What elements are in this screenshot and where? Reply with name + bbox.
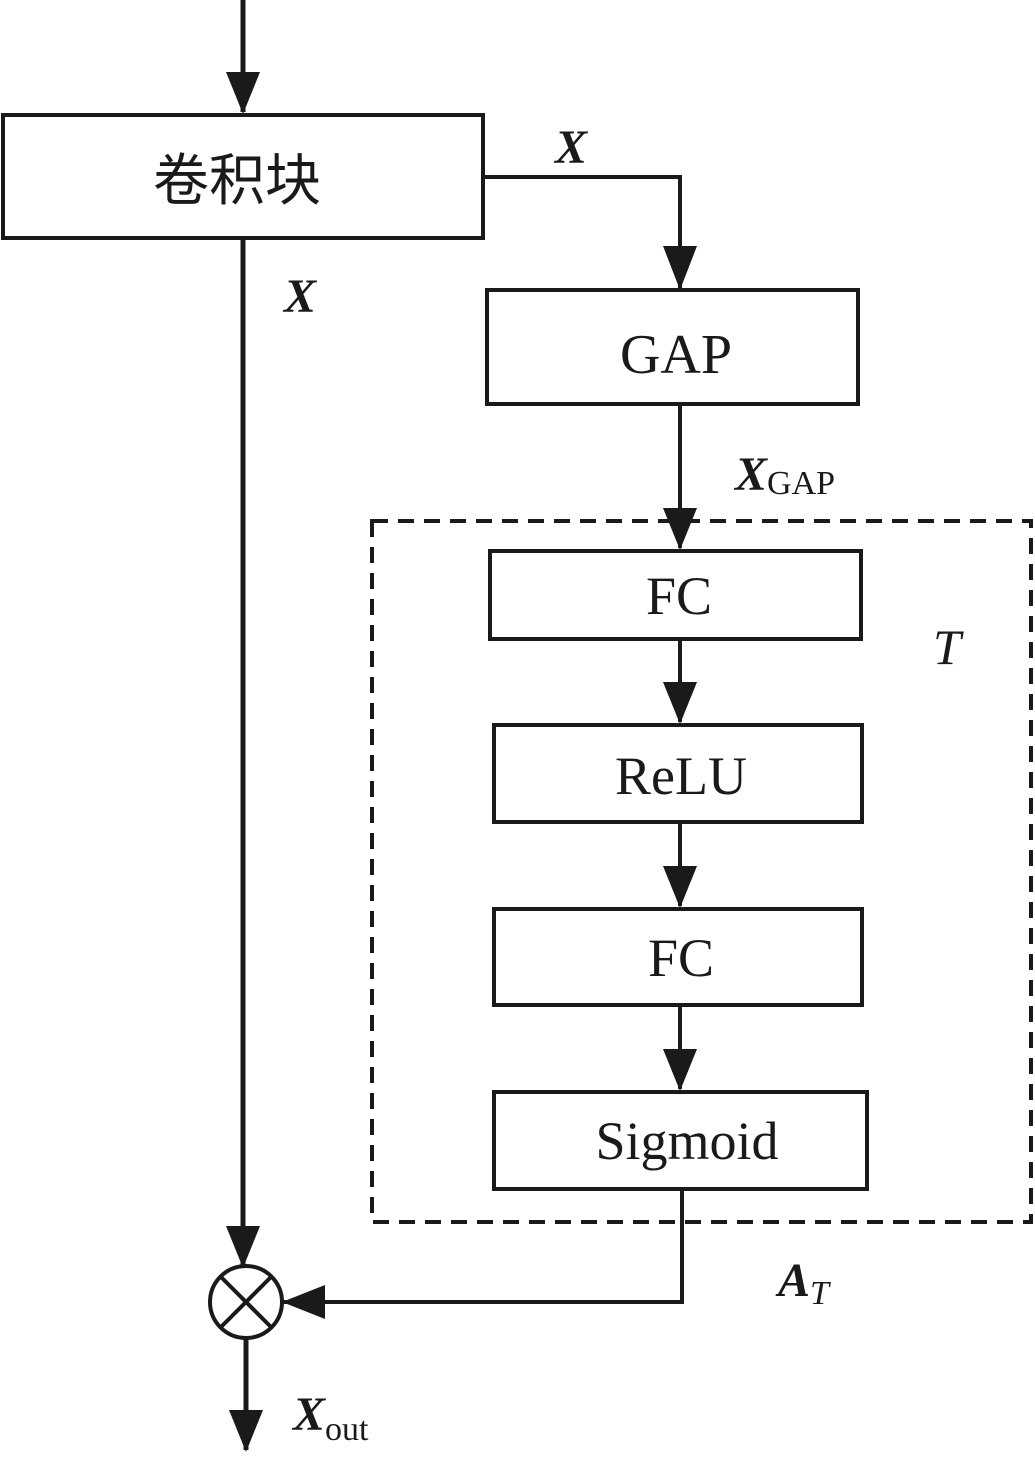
t-group-label: T [933, 619, 964, 675]
sigmoid-block: Sigmoid [492, 1090, 869, 1191]
gap-arrowhead [663, 246, 697, 290]
relu-block: ReLU [492, 723, 864, 824]
x-gap-label: XGAP [733, 448, 835, 502]
relu-block-label: ReLU [615, 746, 747, 806]
fc1-block-label: FC [646, 566, 712, 626]
conv-block-label: 卷积块 [153, 151, 321, 213]
gap-block-label: GAP [620, 324, 732, 386]
gap-block: GAP [485, 288, 860, 406]
x-out-label: Xout [291, 1388, 369, 1448]
attention-line [283, 1189, 684, 1304]
multiply-arrowhead-top [226, 1226, 260, 1268]
relu-arrowhead [663, 682, 697, 724]
conv-block: 卷积块 [1, 113, 485, 240]
multiply-arrowhead-side [282, 1285, 325, 1319]
input-arrowhead [226, 72, 260, 114]
fc2-block: FC [492, 907, 864, 1007]
fc1-block: FC [488, 549, 863, 641]
sigmoid-arrowhead [663, 1049, 697, 1091]
t-group-boundary [370, 519, 1033, 1224]
a-t-label: AT [775, 1254, 831, 1312]
fc1-arrowhead [663, 508, 697, 550]
output-arrowhead [229, 1410, 263, 1452]
branch-line-to-gap [483, 175, 682, 288]
fc2-arrowhead [663, 866, 697, 908]
branch-x-label: X [553, 121, 588, 174]
main-x-label: X [282, 270, 317, 323]
multiply-operator [208, 1264, 284, 1340]
fc2-block-label: FC [648, 928, 714, 988]
sigmoid-block-label: Sigmoid [595, 1111, 778, 1171]
